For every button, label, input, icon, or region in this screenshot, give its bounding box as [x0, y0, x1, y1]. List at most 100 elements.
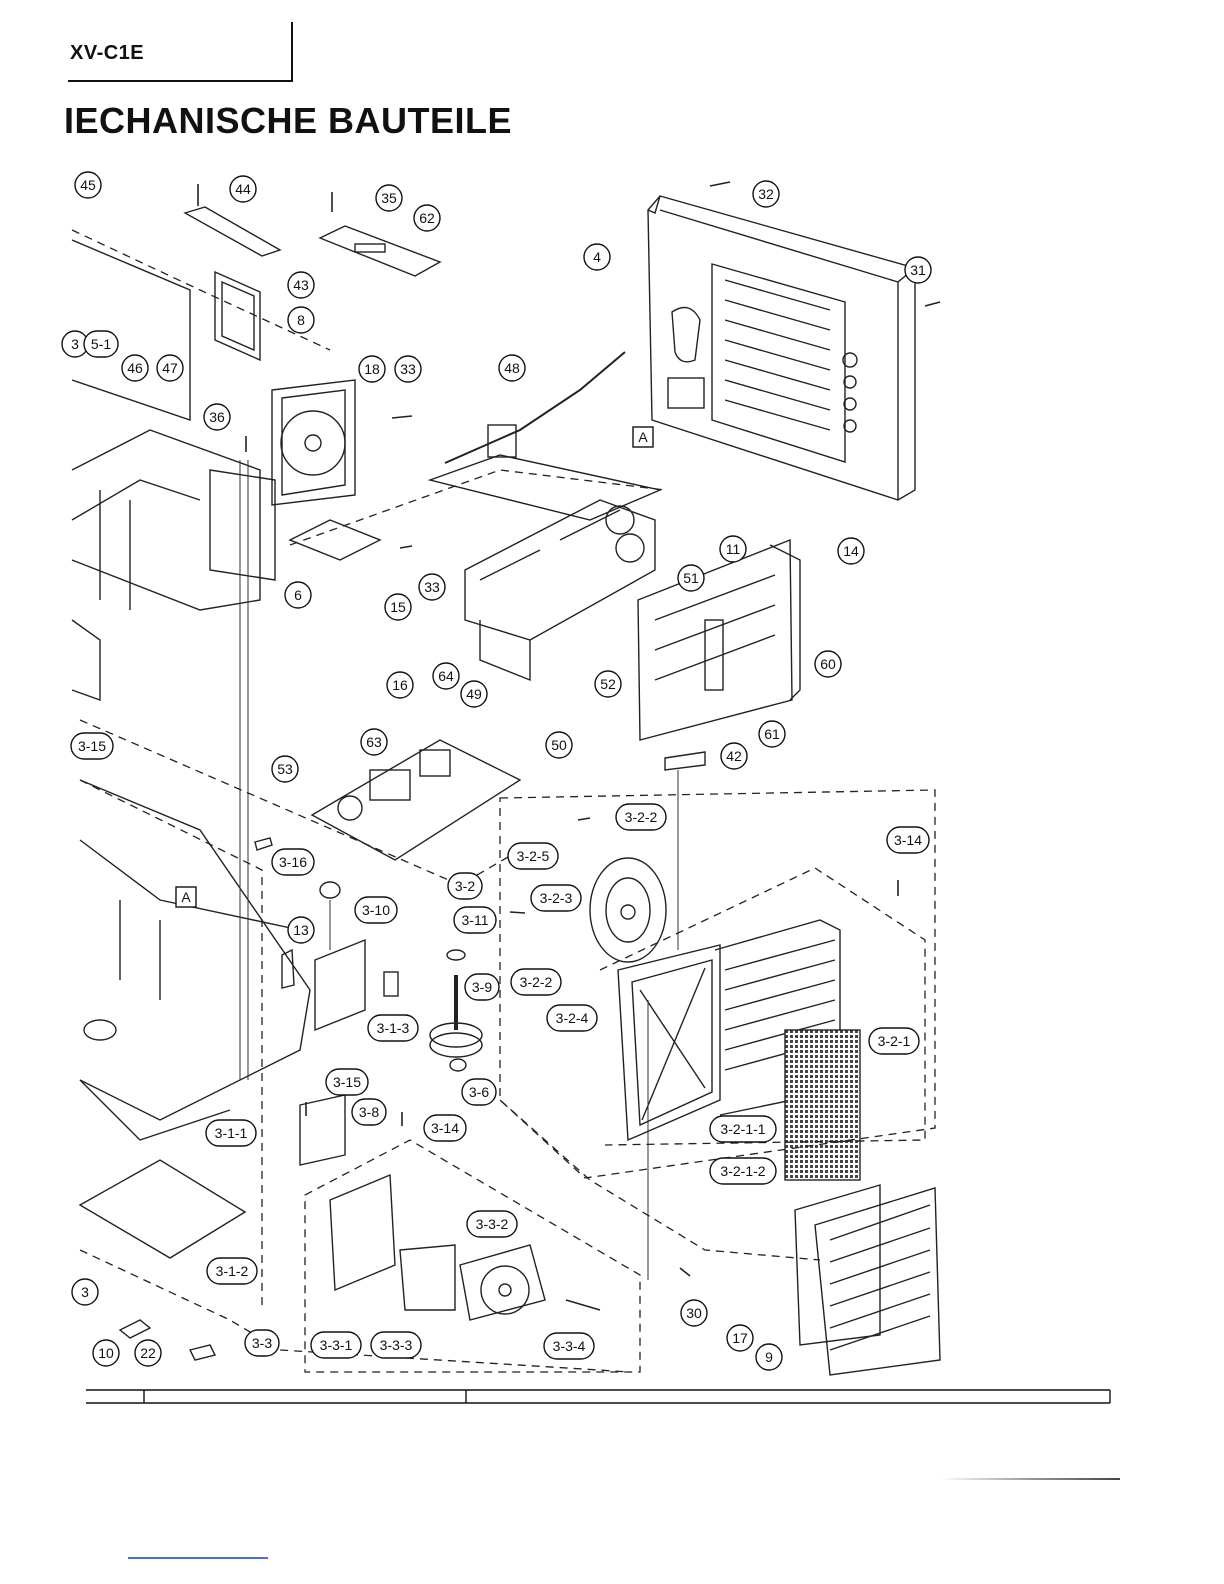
- callout-46: 46: [122, 355, 148, 381]
- callout-text: 3-2-3: [540, 890, 573, 906]
- callout-text: 3-2-2: [625, 809, 658, 825]
- mains-cable-part: [445, 352, 625, 463]
- callout-text: 3-3-3: [380, 1337, 413, 1353]
- callout-3-11: 3-11: [454, 907, 496, 933]
- callout-text: 60: [820, 656, 836, 672]
- callout-6: 6: [285, 582, 311, 608]
- callout-text: 46: [127, 360, 143, 376]
- callout-9: 9: [756, 1344, 782, 1370]
- callout-44: 44: [230, 176, 256, 202]
- callout-text: 11: [726, 541, 741, 557]
- callout-17: 17: [727, 1325, 753, 1351]
- footer-table-rule: [86, 1390, 1110, 1403]
- callout-3: 3: [72, 1279, 98, 1305]
- foot-part: [430, 950, 482, 1071]
- small-fan-part: [460, 1245, 545, 1320]
- callout-32: 32: [753, 181, 779, 207]
- callout-4: 4: [584, 244, 610, 270]
- callout-3-1-1: 3-1-1: [206, 1120, 256, 1146]
- reference-box-text: A: [181, 889, 191, 905]
- callout-text: 22: [140, 1345, 156, 1361]
- callout-64: 64: [433, 663, 459, 689]
- callout-text: 3-2-1-2: [720, 1163, 765, 1179]
- callout-text: 33: [400, 361, 416, 377]
- callout-text: 3-10: [362, 902, 390, 918]
- callout-3-14: 3-14: [424, 1115, 466, 1141]
- callout-text: 3-1-1: [215, 1125, 248, 1141]
- callout-text: 64: [438, 668, 454, 684]
- callout-text: 16: [392, 677, 408, 693]
- callout-30: 30: [681, 1300, 707, 1326]
- callout-36: 36: [204, 404, 230, 430]
- callout-text: 32: [758, 186, 774, 202]
- callout-53: 53: [272, 756, 298, 782]
- callout-3-3: 3-3: [245, 1330, 279, 1356]
- callout-text: 13: [293, 922, 309, 938]
- callout-text: 42: [726, 748, 742, 764]
- callout-text: 52: [600, 676, 616, 692]
- callout-text: 61: [764, 726, 780, 742]
- callout-11: 11: [720, 536, 746, 562]
- callout-3-2-4: 3-2-4: [547, 1005, 597, 1031]
- bottom-cover-part: [80, 1160, 245, 1258]
- callout-49: 49: [461, 681, 487, 707]
- callout-35: 35: [376, 185, 402, 211]
- callout-text: 3-15: [78, 738, 106, 754]
- callout-text: 3-6: [469, 1084, 489, 1100]
- callout-15: 15: [385, 594, 411, 620]
- callout-3-8: 3-8: [352, 1099, 386, 1125]
- blue-rule: [128, 1557, 268, 1559]
- callout-text: 3-3-2: [476, 1216, 509, 1232]
- callout-42: 42: [721, 743, 747, 769]
- reference-box-a: A: [176, 887, 196, 907]
- callout-3-3-1: 3-3-1: [311, 1332, 361, 1358]
- callout-text: 3-14: [894, 832, 922, 848]
- callout-text: 53: [277, 761, 293, 777]
- callout-3-3-2: 3-3-2: [467, 1211, 517, 1237]
- callout-text: 48: [504, 360, 520, 376]
- callout-3-6: 3-6: [462, 1079, 496, 1105]
- callout-text: 3-8: [359, 1104, 379, 1120]
- callout-3-15: 3-15: [326, 1069, 368, 1095]
- fan-bracket-part: [330, 1175, 395, 1290]
- callout-13: 13: [288, 917, 314, 943]
- callout-text: 47: [162, 360, 178, 376]
- callout-text: 3-2-1: [878, 1033, 911, 1049]
- callout-60: 60: [815, 651, 841, 677]
- callout-3-15: 3-15: [71, 733, 113, 759]
- callout-text: 3: [71, 336, 79, 352]
- callout-text: 3-15: [333, 1074, 361, 1090]
- callout-62: 62: [414, 205, 440, 231]
- callout-text: 9: [765, 1349, 773, 1365]
- callout-text: 3-1-2: [216, 1263, 249, 1279]
- callout-text: 30: [686, 1305, 702, 1321]
- callout-text: 4: [593, 249, 601, 265]
- front-grille-part: [795, 1185, 940, 1375]
- main-pcb-part: [638, 540, 800, 740]
- callout-text: 36: [209, 409, 225, 425]
- callout-text: 3-3-4: [553, 1338, 586, 1354]
- callout-3-2-1-2: 3-2-1-2: [710, 1158, 776, 1184]
- callout-text: 3-2: [455, 878, 475, 894]
- control-board-part: [320, 226, 440, 276]
- callout-text: 17: [732, 1330, 748, 1346]
- callout-text: 62: [419, 210, 435, 226]
- callout-63: 63: [361, 729, 387, 755]
- callout-50: 50: [546, 732, 572, 758]
- callout-52: 52: [595, 671, 621, 697]
- callout-47: 47: [157, 355, 183, 381]
- callout-text: 3-11: [462, 912, 489, 928]
- callout-text: 3-2-1-1: [720, 1121, 765, 1137]
- callout-text: 44: [235, 181, 251, 197]
- callout-text: 3-2-2: [520, 974, 553, 990]
- callout-3-2-3: 3-2-3: [531, 885, 581, 911]
- callout-3-3-3: 3-3-3: [371, 1332, 421, 1358]
- callout-33: 33: [419, 574, 445, 600]
- callout-text: 6: [294, 587, 302, 603]
- terminal-bracket-part: [185, 207, 280, 360]
- callout-48: 48: [499, 355, 525, 381]
- rear-cabinet-part: [648, 196, 915, 500]
- callout-text: 10: [98, 1345, 114, 1361]
